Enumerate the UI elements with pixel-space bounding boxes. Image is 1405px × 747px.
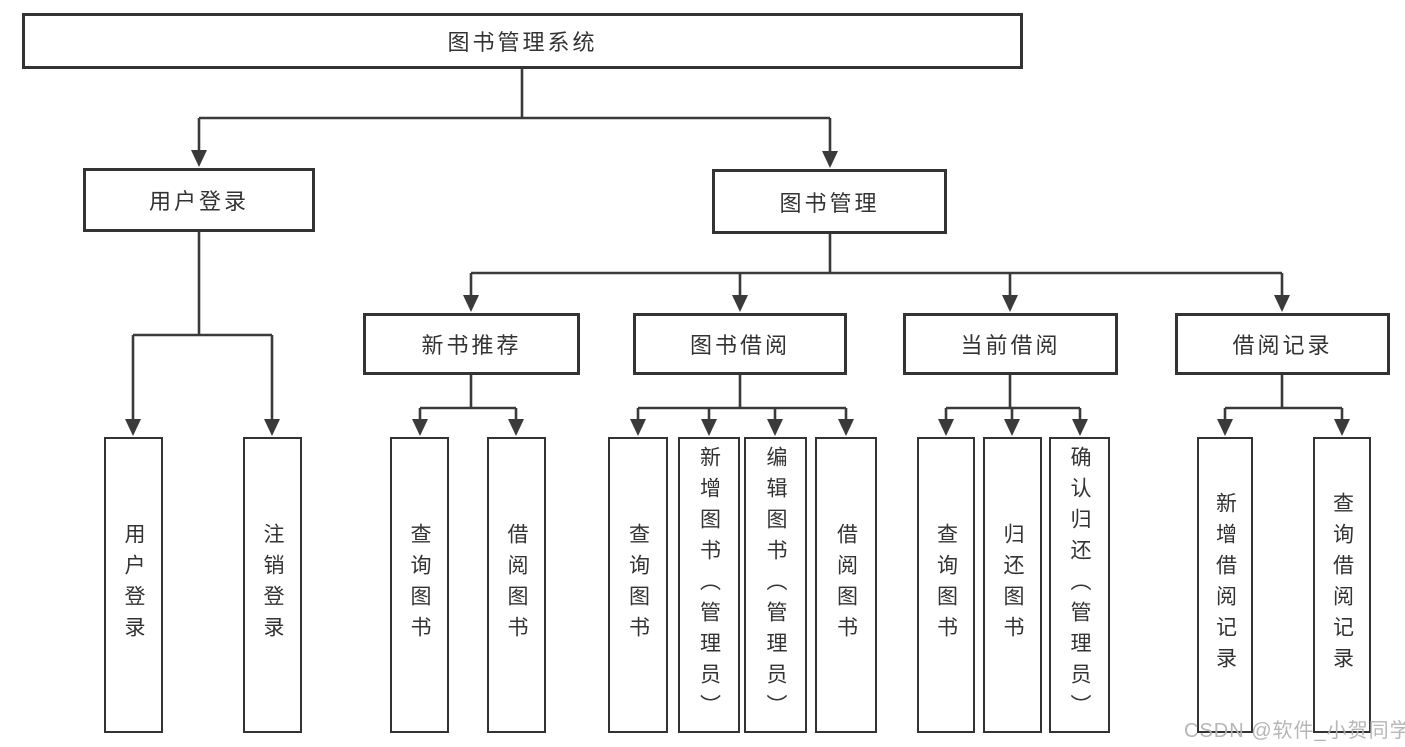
leaf-label: 编辑图书（管理员） xyxy=(764,445,787,725)
leaf-label: 用户登录 xyxy=(122,523,145,647)
connector-bookborrow-to-leaves xyxy=(630,375,854,436)
node-label: 图书管理系统 xyxy=(447,30,598,55)
connector-borrowrecords-to-leaves xyxy=(1217,375,1350,436)
leaf-confirm-return-admin: 确认归还（管理员） xyxy=(1049,437,1110,733)
connector-userlogin-to-leaves xyxy=(125,232,280,436)
leaf-label: 注销登录 xyxy=(261,523,284,647)
leaf-edit-book-admin: 编辑图书（管理员） xyxy=(744,437,807,733)
leaf-logout: 注销登录 xyxy=(243,437,302,733)
leaf-label: 查询借阅记录 xyxy=(1330,492,1354,678)
node-borrow-records: 借阅记录 xyxy=(1175,313,1390,375)
leaf-label: 借阅图书 xyxy=(505,523,528,647)
node-current-borrow: 当前借阅 xyxy=(903,313,1118,375)
connector-bookmgmt-to-level3 xyxy=(463,234,1290,312)
node-label: 借阅记录 xyxy=(1232,333,1333,358)
node-label: 当前借阅 xyxy=(960,333,1061,358)
node-book-borrow: 图书借阅 xyxy=(633,313,847,375)
connector-root-to-level2 xyxy=(191,69,838,168)
connector-currentborrow-to-leaves xyxy=(938,375,1088,436)
leaf-label: 归还图书 xyxy=(1001,523,1024,647)
leaf-add-book-admin: 新增图书（管理员） xyxy=(678,437,740,733)
leaf-return-books: 归还图书 xyxy=(983,437,1042,733)
node-label: 新书推荐 xyxy=(421,333,522,358)
watermark: CSDN @软件_小贺同学 xyxy=(1184,720,1405,742)
node-label: 用户登录 xyxy=(148,189,249,214)
leaf-user-login: 用户登录 xyxy=(104,437,163,733)
leaf-label: 确认归还（管理员） xyxy=(1068,445,1091,725)
node-new-book-recommend: 新书推荐 xyxy=(363,313,580,375)
leaf-borrow-books-recommend: 借阅图书 xyxy=(487,437,546,733)
leaf-label: 查询图书 xyxy=(408,523,431,647)
leaf-query-borrow-record: 查询借阅记录 xyxy=(1313,437,1371,733)
leaf-borrow-books: 借阅图书 xyxy=(815,437,877,733)
leaf-query-books-recommend: 查询图书 xyxy=(390,437,449,733)
node-user-login: 用户登录 xyxy=(83,168,315,232)
node-label: 图书借阅 xyxy=(689,333,790,358)
leaf-query-books-current: 查询图书 xyxy=(917,437,975,733)
leaf-label: 借阅图书 xyxy=(834,523,858,647)
node-library-system: 图书管理系统 xyxy=(22,13,1023,69)
leaf-label: 新增借阅记录 xyxy=(1213,492,1237,678)
leaf-label: 查询图书 xyxy=(934,523,958,647)
leaf-query-books-borrow: 查询图书 xyxy=(608,437,668,733)
connector-newbook-to-leaves xyxy=(412,375,524,436)
node-label: 图书管理 xyxy=(779,190,880,216)
leaf-label: 新增图书（管理员） xyxy=(697,445,721,725)
node-book-management: 图书管理 xyxy=(712,169,947,234)
leaf-label: 查询图书 xyxy=(626,523,650,647)
leaf-add-borrow-record: 新增借阅记录 xyxy=(1197,437,1253,733)
